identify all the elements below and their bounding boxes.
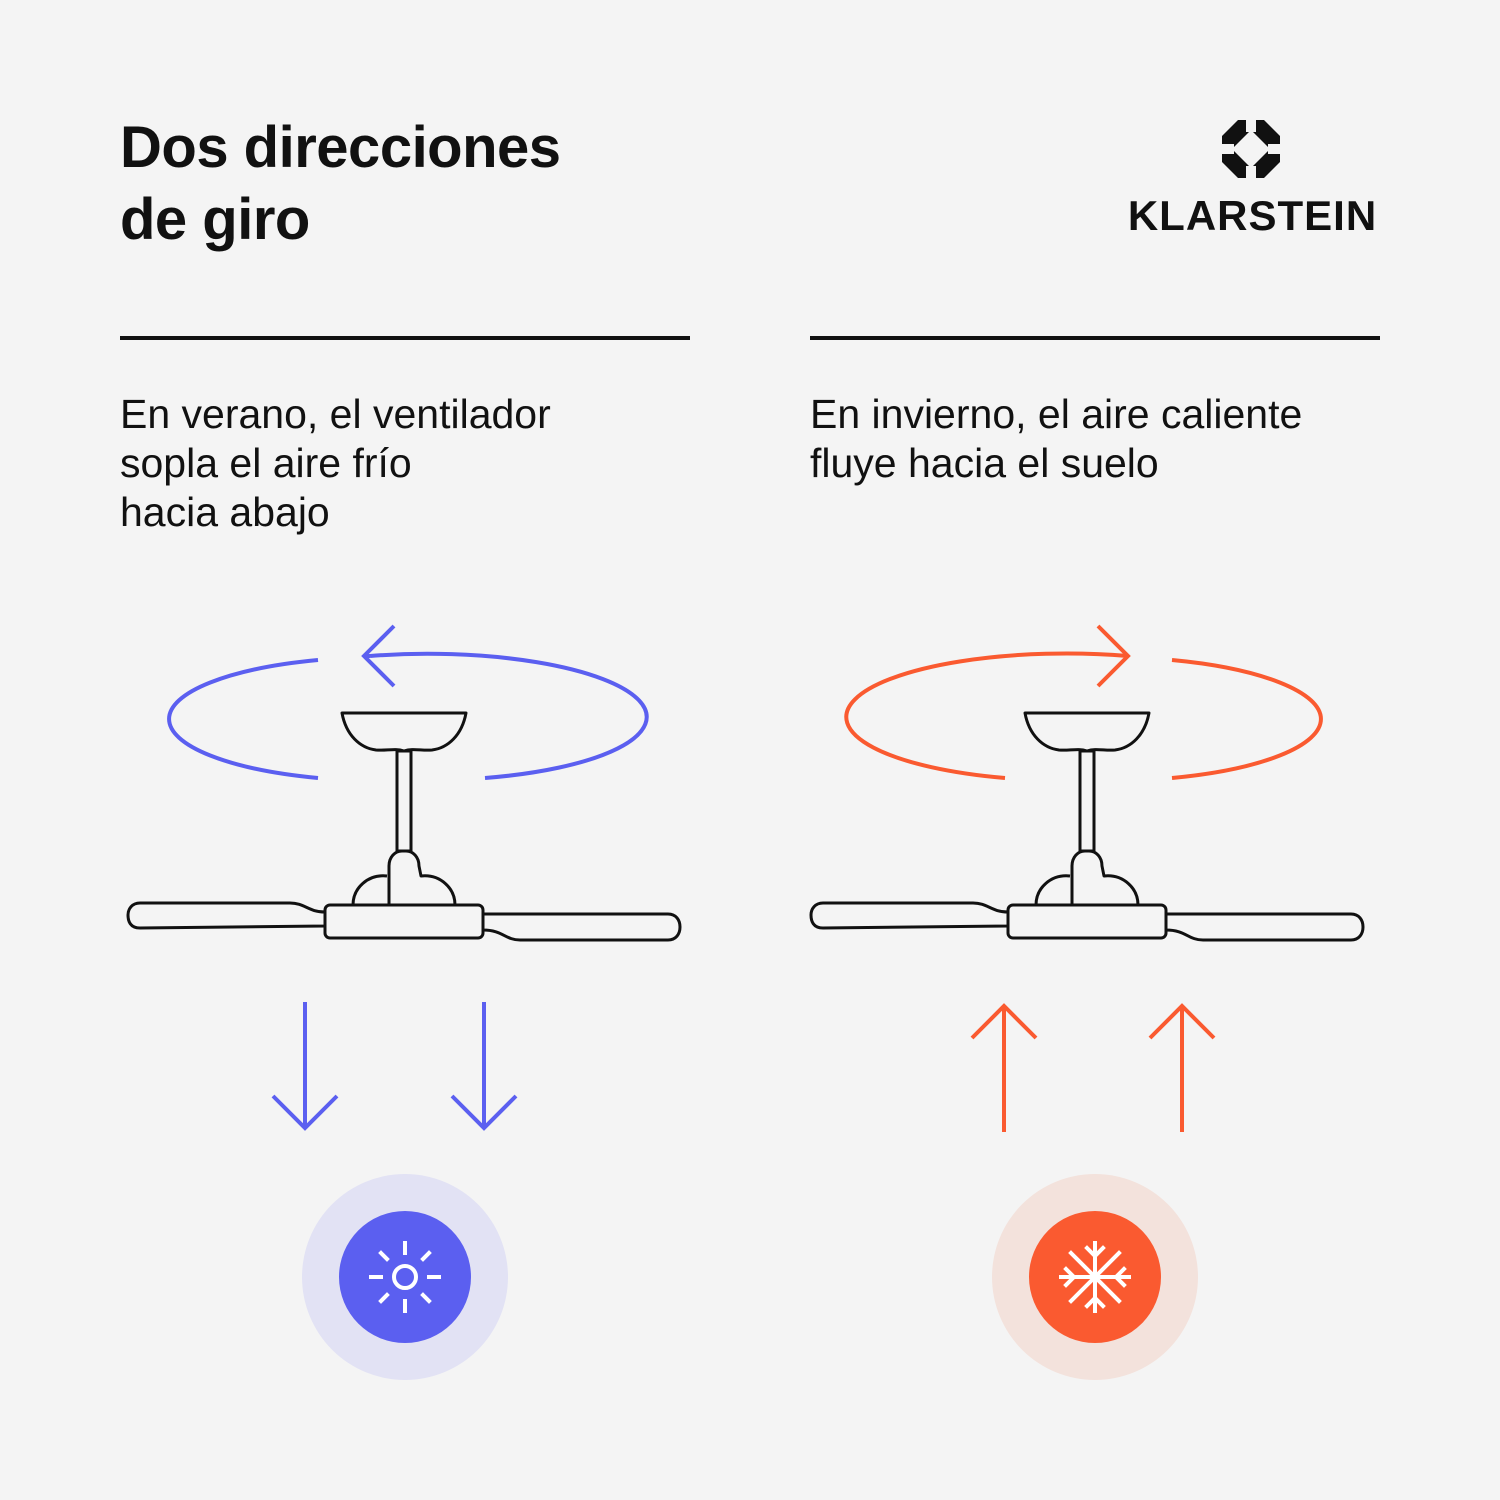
ceiling-fan-summer (128, 713, 680, 940)
fan-canopy (1025, 713, 1149, 751)
fan-motor-housing (353, 851, 455, 905)
summer-illustration (128, 626, 680, 1380)
arrow-up-icon (1150, 1006, 1214, 1132)
fan-blade-left (128, 903, 325, 928)
snowflake-icon (1061, 1243, 1129, 1311)
fan-blade-right (483, 914, 680, 940)
fan-hub (1008, 905, 1166, 938)
fan-canopy (342, 713, 466, 751)
summer-badge (302, 1174, 508, 1380)
fan-hub (325, 905, 483, 938)
arrow-down-icon (273, 1002, 337, 1128)
fan-downrod (1080, 751, 1094, 851)
fan-blade-left (811, 903, 1008, 928)
fan-blade-right (1166, 914, 1363, 940)
airflow-down-arrows (273, 1002, 516, 1128)
airflow-up-arrows (972, 1006, 1214, 1132)
arrow-down-icon (452, 1002, 516, 1128)
ceiling-fan-winter (811, 713, 1363, 940)
fan-downrod (397, 751, 411, 851)
fan-motor-housing (1036, 851, 1138, 905)
arrow-up-icon (972, 1006, 1036, 1132)
winter-illustration (811, 626, 1363, 1380)
winter-badge (992, 1174, 1198, 1380)
